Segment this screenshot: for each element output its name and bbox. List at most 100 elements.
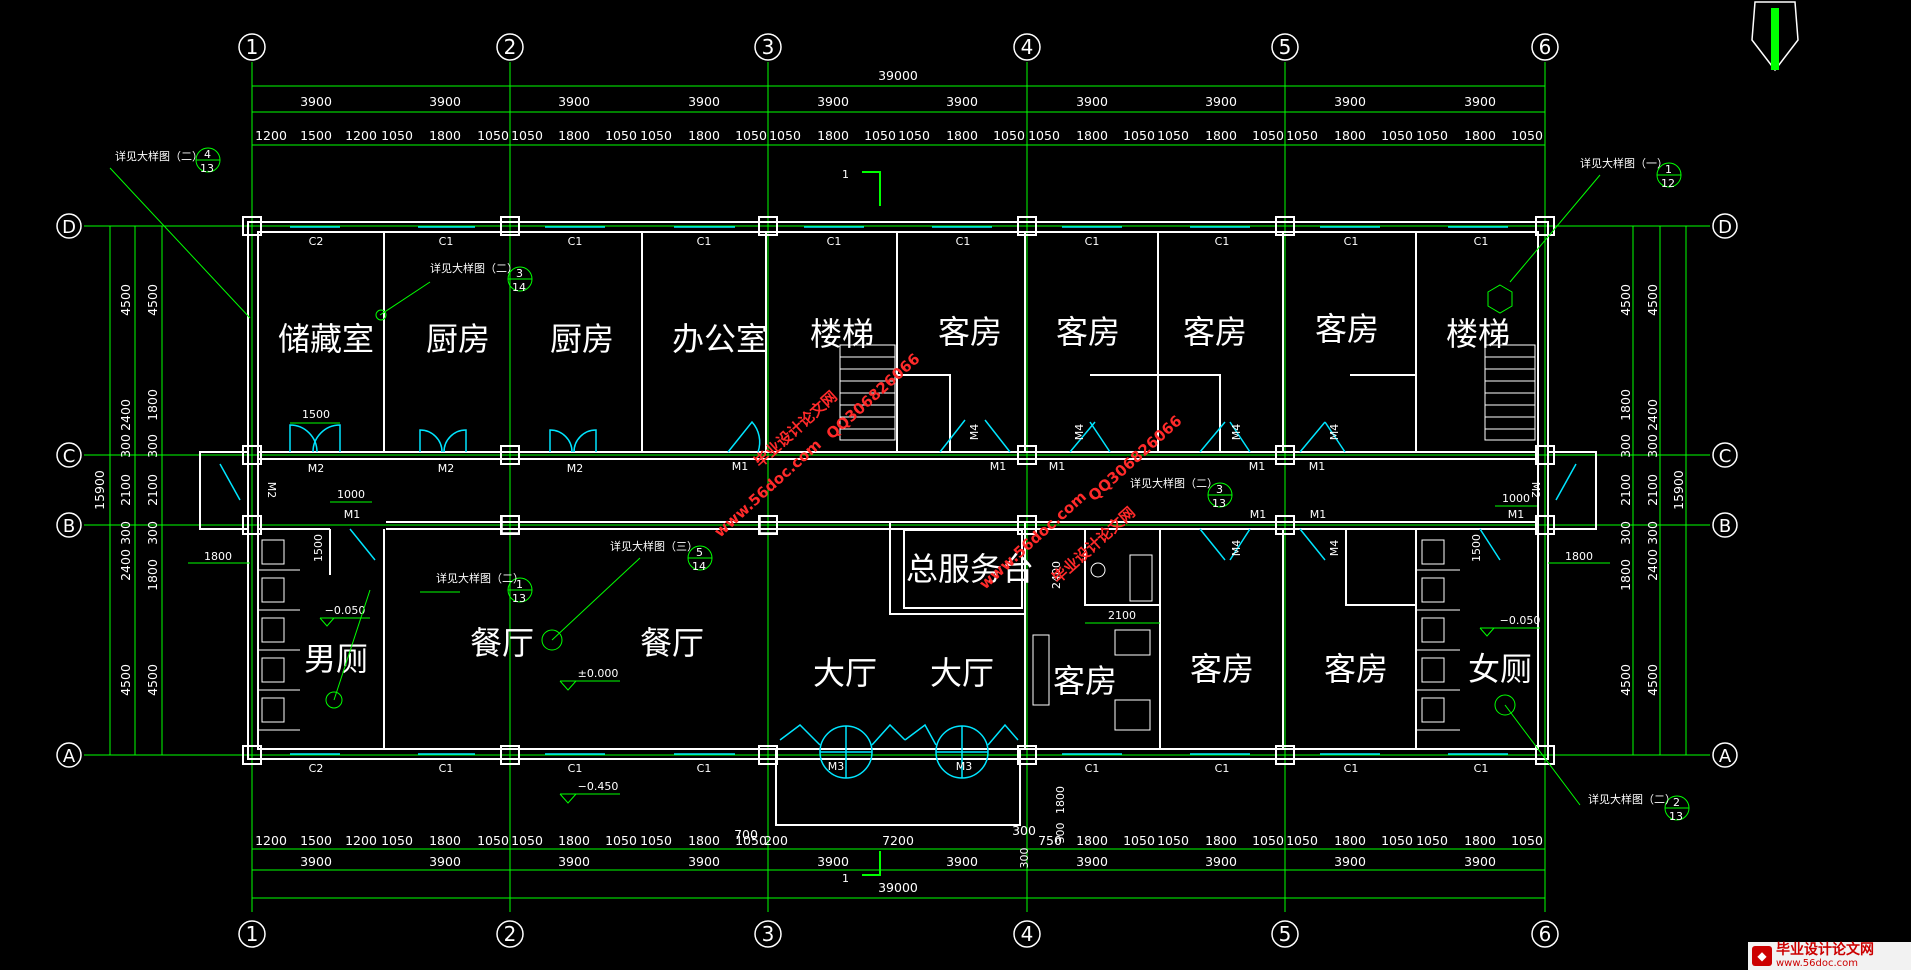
entrance-doors [779,723,1019,779]
bottom-dimensions: 1200 1500 1200 1050 1800 1050 1050 1800 … [255,823,1543,895]
axis-c-left: C [63,446,76,467]
stair-right [1484,344,1536,441]
svg-text:M1: M1 [990,460,1007,473]
axis-2-bottom: 2 [504,922,517,946]
svg-text:1800: 1800 [688,128,720,143]
svg-text:2100: 2100 [118,474,133,506]
svg-text:1050: 1050 [1252,128,1284,143]
svg-text:3900: 3900 [1334,854,1366,869]
svg-text:详见大样图（二）: 详见大样图（二） [436,571,524,585]
svg-text:1500: 1500 [1470,534,1483,562]
svg-text:3900: 3900 [817,94,849,109]
axis-labels: 1 2 3 4 5 6 1 2 3 4 5 6 D C B A D C B A [62,35,1732,946]
svg-text:3900: 3900 [429,854,461,869]
svg-text:M4: M4 [1073,424,1086,441]
svg-text:1500: 1500 [312,534,325,562]
detail-callout-labels: 详见大样图（二） 4 13 详见大样图（二） 3 14 详见大样图（一） 1 1… [115,148,1683,823]
svg-text:3900: 3900 [558,94,590,109]
svg-text:1050: 1050 [477,833,509,848]
left-dimensions: 15900 4500 2400 300 2100 300 2400 4500 4… [92,284,160,696]
room-men-wc: 男厕 [304,640,368,678]
svg-text:C1: C1 [1215,762,1230,775]
svg-text:1050: 1050 [605,833,637,848]
axis-b-right: B [1719,516,1731,537]
svg-text:13: 13 [512,592,526,605]
svg-text:M4: M4 [1328,540,1341,557]
svg-text:C1: C1 [1215,235,1230,248]
svg-text:1050: 1050 [1511,128,1543,143]
svg-text:2: 2 [1673,796,1680,809]
room-guest-3: 客房 [1183,313,1247,351]
axis-b-left: B [63,516,75,537]
svg-text:详见大样图（二）: 详见大样图（二） [115,149,203,163]
svg-text:1200: 1200 [255,128,287,143]
svg-text:1800: 1800 [1618,559,1633,591]
axis-5-top: 5 [1279,35,1292,59]
axis-1-top: 1 [246,35,259,59]
svg-text:1800: 1800 [946,128,978,143]
svg-text:1800: 1800 [558,128,590,143]
svg-text:15900: 15900 [1671,470,1686,510]
svg-text:1800: 1800 [429,128,461,143]
svg-text:3900: 3900 [1334,94,1366,109]
svg-text:C1: C1 [697,235,712,248]
svg-text:1200: 1200 [345,128,377,143]
svg-text:C1: C1 [697,762,712,775]
north-arrow-icon [1751,1,1799,72]
svg-text:M1: M1 [1049,460,1066,473]
svg-text:1050: 1050 [1123,833,1155,848]
axis-d-left: D [62,217,76,238]
svg-text:±0.000: ±0.000 [578,667,619,680]
room-labels: 储藏室 厨房 厨房 办公室 楼梯 客房 客房 客房 客房 楼梯 总服务台 男厕 … [278,310,1532,700]
svg-text:−0.450: −0.450 [578,780,619,793]
svg-text:1050: 1050 [605,128,637,143]
room-guest-2: 客房 [1056,313,1120,351]
svg-text:13: 13 [200,162,214,175]
svg-text:300: 300 [145,521,160,545]
svg-text:1500: 1500 [300,833,332,848]
svg-text:1800: 1800 [1334,833,1366,848]
svg-text:4500: 4500 [1618,664,1633,696]
svg-text:1800: 1800 [558,833,590,848]
axis-2-top: 2 [504,35,517,59]
svg-text:3900: 3900 [688,854,720,869]
room-women-wc: 女厕 [1468,650,1532,688]
svg-text:C1: C1 [1344,762,1359,775]
svg-text:M4: M4 [1230,540,1243,557]
stair-left [839,344,896,441]
walls [199,221,1597,826]
toilet-stalls [258,539,1460,731]
room-guest-1: 客房 [938,313,1002,351]
svg-text:1050: 1050 [769,128,801,143]
svg-text:2400: 2400 [118,399,133,431]
svg-text:M2: M2 [308,462,325,475]
svg-text:1050: 1050 [735,128,767,143]
axis-a-right: A [1719,746,1732,767]
svg-text:C1: C1 [568,762,583,775]
svg-text:300: 300 [145,434,160,458]
svg-text:300: 300 [118,434,133,458]
svg-text:4500: 4500 [1645,664,1660,696]
axis-6-bottom: 6 [1539,922,1552,946]
svg-text:−0.050: −0.050 [325,604,366,617]
svg-text:详见大样图（二）: 详见大样图（二） [1588,792,1676,806]
svg-text:300: 300 [1054,823,1067,844]
svg-text:300: 300 [1018,848,1031,869]
svg-text:1800: 1800 [1076,833,1108,848]
section-mark-bottom: 1 [842,872,849,885]
svg-text:3900: 3900 [300,94,332,109]
svg-text:M4: M4 [968,424,981,441]
svg-text:详见大样图（二）: 详见大样图（二） [430,261,518,275]
svg-text:详见大样图（三）: 详见大样图（三） [610,539,698,553]
svg-text:4500: 4500 [145,284,160,316]
svg-text:1050: 1050 [511,128,543,143]
axis-a-left: A [63,746,76,767]
axis-c-right: C [1719,446,1732,467]
svg-text:详见大样图（一）: 详见大样图（一） [1580,156,1668,170]
svg-text:2400: 2400 [118,549,133,581]
svg-text:−0.050: −0.050 [1500,614,1541,627]
dim-200: 200 [764,833,788,848]
svg-text:14: 14 [692,560,706,573]
room-lobby-2: 大厅 [930,654,994,692]
svg-text:4500: 4500 [1618,284,1633,316]
